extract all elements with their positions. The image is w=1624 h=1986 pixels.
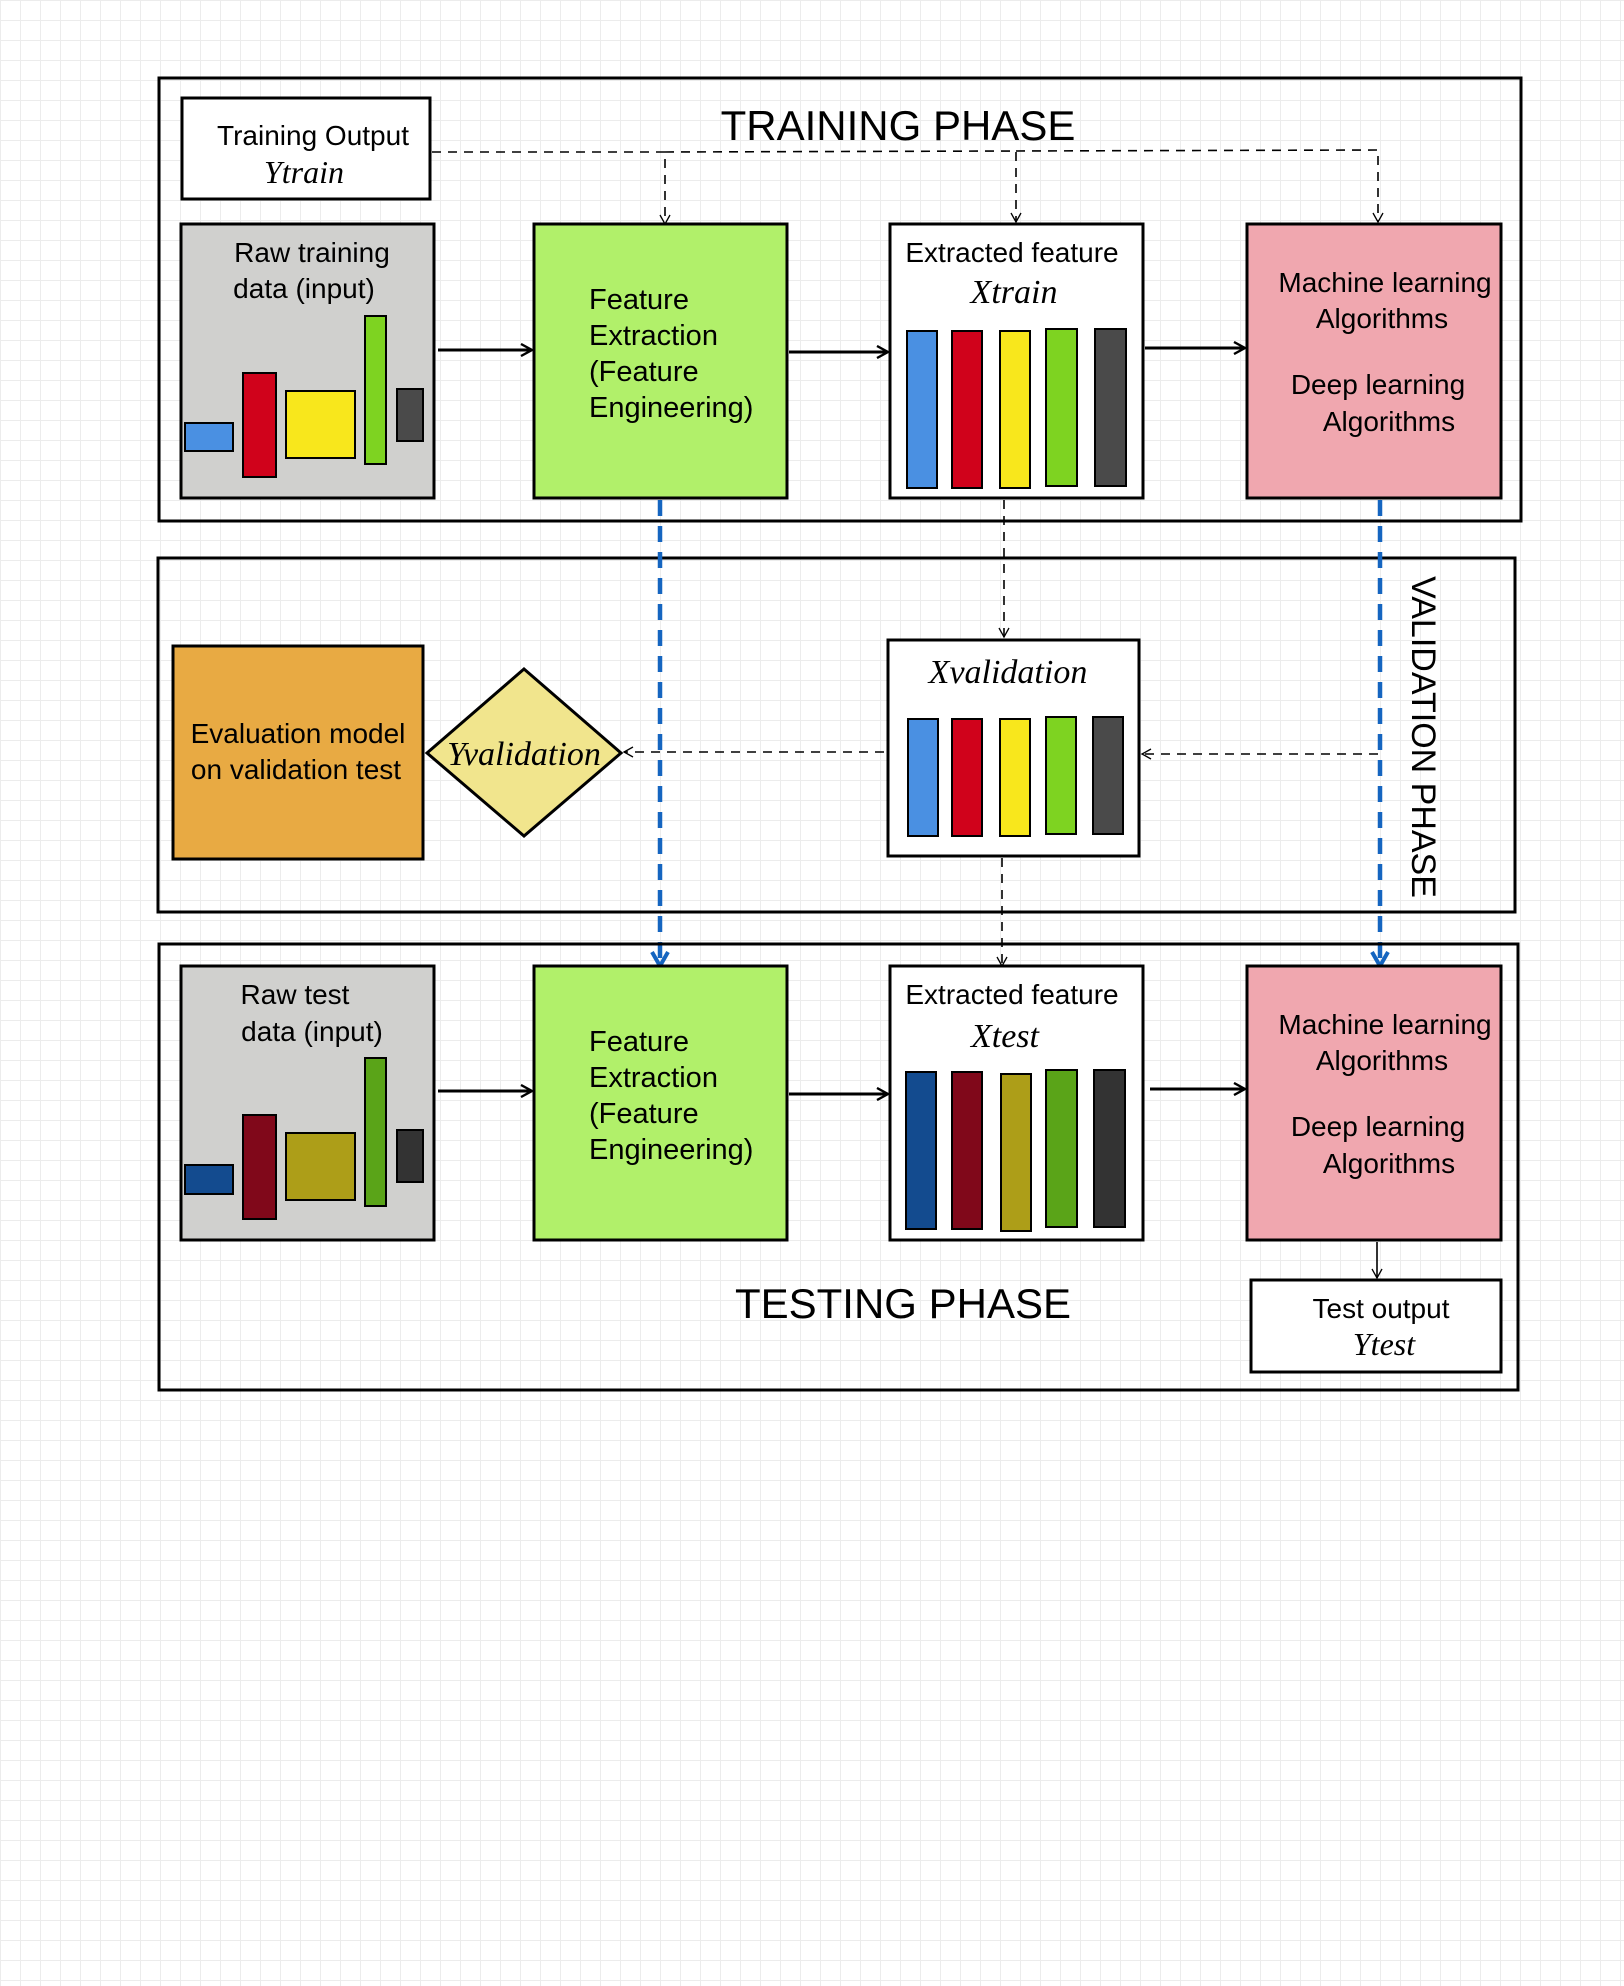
- raw-test-bar-blue: [184, 1164, 234, 1195]
- ef-train-bar-red: [951, 330, 983, 489]
- dl-test-line1: Deep learning: [1291, 1111, 1465, 1142]
- eval-line2: on validation test: [191, 754, 401, 785]
- testing-phase-frame: [157, 942, 1520, 1392]
- training-output-var: Ytrain: [264, 154, 344, 190]
- dl-train-line2: Algorithms: [1323, 406, 1455, 437]
- ef-test-var: Xtest: [969, 1018, 1041, 1055]
- ml-test-line2: Algorithms: [1316, 1045, 1448, 1076]
- test-output-var: Ytest: [1353, 1326, 1416, 1362]
- raw-training-line1: Raw training: [234, 237, 390, 268]
- test-output-box: Test output Ytest: [1249, 1278, 1503, 1374]
- ef-train-bar-gray: [1094, 328, 1127, 487]
- ml-train-line1: Machine learning: [1278, 267, 1491, 298]
- raw-train-bar-blue: [184, 422, 234, 452]
- xval-bar-green: [1045, 716, 1077, 835]
- raw-test-bar-gray: [396, 1129, 424, 1183]
- raw-test-data-box: Raw test data (input): [179, 964, 436, 1242]
- ef-train-bar-yellow: [999, 330, 1031, 489]
- xval-bar-gray: [1092, 716, 1124, 835]
- yvalidation-diamond: Yvalidation: [424, 667, 624, 838]
- raw-train-bar-gray: [396, 388, 424, 442]
- xvalidation-var: Xvalidation: [927, 654, 1088, 691]
- testing-phase-title: TESTING PHASE: [735, 1280, 1071, 1327]
- training-phase-title: TRAINING PHASE: [721, 102, 1076, 149]
- xvalidation-box: Xvalidation: [886, 638, 1141, 858]
- raw-train-bar-red: [242, 372, 277, 478]
- ef-test-bar-yellow: [1000, 1073, 1032, 1232]
- raw-test-bar-red: [242, 1114, 277, 1220]
- raw-training-data-box: Raw training data (input): [179, 222, 436, 500]
- ef-test-label: Extracted feature: [905, 979, 1118, 1010]
- validation-dashed-links: [622, 500, 1378, 968]
- fe-test-line4: Engineering): [589, 1134, 753, 1166]
- dl-test-line2: Algorithms: [1323, 1148, 1455, 1179]
- feature-extraction-training-box: Feature Extraction (Feature Engineering): [532, 222, 789, 500]
- evaluation-model-box: Evaluation model on validation test: [171, 644, 425, 861]
- validation-phase-title: VALIDATION PHASE: [1404, 576, 1442, 898]
- validation-phase-frame: [156, 556, 1517, 914]
- raw-train-bar-green: [364, 315, 387, 465]
- ef-train-var: Xtrain: [969, 274, 1058, 311]
- ef-train-bar-green: [1045, 328, 1078, 487]
- ml-algorithms-testing-box: Machine learning Algorithms Deep learnin…: [1245, 964, 1503, 1242]
- raw-test-line2: data (input): [241, 1016, 383, 1047]
- training-phase-frame: [157, 76, 1523, 523]
- extracted-feature-testing-box: Extracted feature Xtest: [888, 964, 1145, 1242]
- training-output-dashed-links: [432, 149, 1384, 226]
- fe-train-line4: Engineering): [589, 392, 753, 424]
- test-output-label: Test output: [1313, 1293, 1450, 1324]
- fe-train-line3: (Feature: [589, 356, 699, 388]
- training-output-label: Training Output: [217, 120, 409, 151]
- yvalidation-var: Yvalidation: [447, 736, 601, 773]
- xval-bar-blue: [907, 718, 939, 837]
- ml-test-line1: Machine learning: [1278, 1009, 1491, 1040]
- xval-bar-yellow: [999, 718, 1031, 837]
- xval-bar-red: [951, 718, 983, 837]
- ef-test-bar-green: [1045, 1069, 1078, 1228]
- dl-train-line1: Deep learning: [1291, 369, 1465, 400]
- ml-train-line2: Algorithms: [1316, 303, 1448, 334]
- raw-training-line2: data (input): [233, 273, 375, 304]
- ef-test-bar-red: [951, 1071, 983, 1230]
- ml-algorithms-training-box: Machine learning Algorithms Deep learnin…: [1245, 222, 1503, 500]
- fe-test-line1: Feature: [589, 1026, 689, 1058]
- ef-train-bar-blue: [906, 330, 938, 489]
- ef-train-label: Extracted feature: [905, 237, 1118, 268]
- training-output-box: Training Output Ytrain: [180, 96, 432, 201]
- raw-train-bar-yellow: [285, 390, 356, 459]
- ef-test-bar-gray: [1093, 1069, 1126, 1228]
- raw-test-line1: Raw test: [241, 979, 350, 1010]
- fe-test-line3: (Feature: [589, 1098, 699, 1130]
- feature-extraction-testing-box: Feature Extraction (Feature Engineering): [532, 964, 789, 1242]
- raw-test-bar-green: [364, 1057, 387, 1207]
- fe-train-line2: Extraction: [589, 320, 718, 352]
- fe-test-line2: Extraction: [589, 1062, 718, 1094]
- eval-line1: Evaluation model: [191, 718, 406, 749]
- ef-test-bar-blue: [905, 1071, 937, 1230]
- raw-test-bar-yellow: [285, 1132, 356, 1201]
- extracted-feature-training-box: Extracted feature Xtrain: [888, 222, 1145, 500]
- fe-train-line1: Feature: [589, 284, 689, 316]
